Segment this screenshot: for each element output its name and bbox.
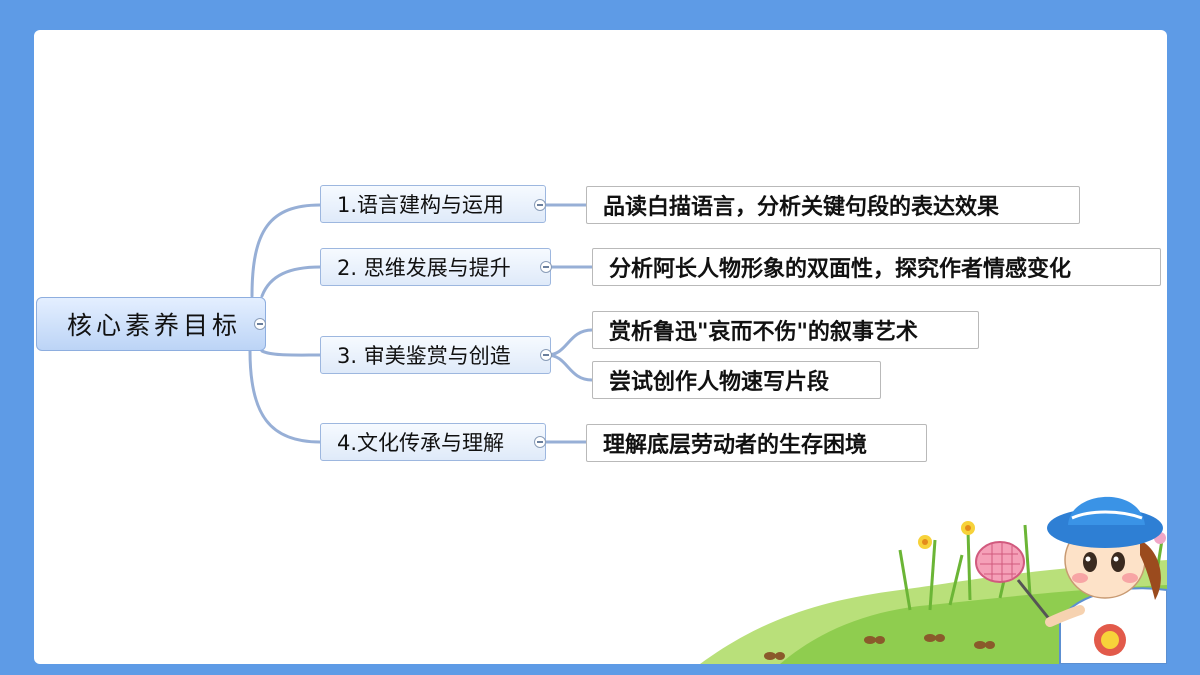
leaf-node-4-1[interactable]: 理解底层劳动者的生存困境 — [586, 424, 927, 462]
leaf-node-1-1[interactable]: 品读白描语言，分析关键句段的表达效果 — [586, 186, 1080, 224]
branch-node-2[interactable]: 2. 思维发展与提升 — [320, 248, 551, 286]
leaf-node-3-1[interactable]: 赏析鲁迅"哀而不伤"的叙事艺术 — [592, 311, 979, 349]
branch-label: 4.文化传承与理解 — [337, 431, 505, 455]
leaf-label: 品读白描语言，分析关键句段的表达效果 — [603, 195, 1000, 220]
cartoon-illustration — [700, 470, 1167, 664]
branch-4-collapse-icon[interactable] — [534, 436, 546, 448]
leaf-label: 尝试创作人物速写片段 — [609, 370, 830, 395]
branch-node-3[interactable]: 3. 审美鉴赏与创造 — [320, 336, 551, 374]
child-with-fly-swatter-icon — [700, 496, 1167, 664]
leaf-node-3-2[interactable]: 尝试创作人物速写片段 — [592, 361, 881, 399]
leaf-label: 赏析鲁迅"哀而不伤"的叙事艺术 — [609, 320, 918, 345]
root-node[interactable]: 核心素养目标 — [36, 297, 266, 351]
root-label: 核心素养目标 — [67, 311, 242, 340]
branch-3-collapse-icon[interactable] — [540, 349, 552, 361]
leaf-label: 理解底层劳动者的生存困境 — [603, 433, 868, 458]
leaf-label: 分析阿长人物形象的双面性，探究作者情感变化 — [609, 257, 1072, 282]
branch-label: 2. 思维发展与提升 — [337, 256, 511, 280]
branch-label: 1.语言建构与运用 — [337, 193, 505, 217]
branch-2-collapse-icon[interactable] — [540, 261, 552, 273]
root-collapse-icon[interactable] — [254, 318, 266, 330]
branch-node-4[interactable]: 4.文化传承与理解 — [320, 423, 546, 461]
branch-label: 3. 审美鉴赏与创造 — [337, 344, 511, 368]
branch-1-collapse-icon[interactable] — [534, 199, 546, 211]
branch-node-1[interactable]: 1.语言建构与运用 — [320, 185, 546, 223]
leaf-node-2-1[interactable]: 分析阿长人物形象的双面性，探究作者情感变化 — [592, 248, 1161, 286]
